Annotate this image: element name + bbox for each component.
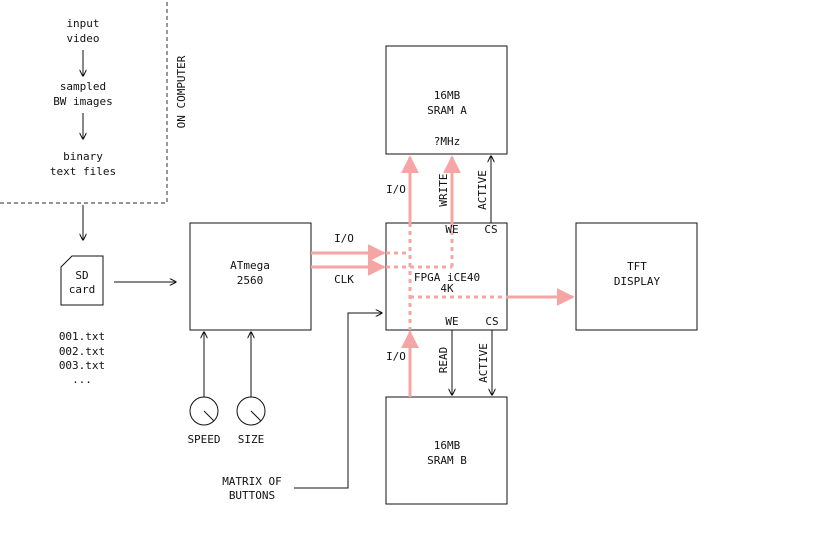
step-input-video-line1: input — [66, 17, 99, 30]
file-item-more: ... — [72, 373, 92, 386]
sd-card-label-line2: card — [69, 283, 96, 296]
fpga-pin-cs-top: CS — [484, 223, 497, 236]
computer-region: ON COMPUTER input video sampled BW image… — [0, 0, 188, 204]
tft-label-line2: DISPLAY — [614, 275, 661, 288]
speed-knob-label: SPEED — [187, 433, 220, 446]
link-label-write: WRITE — [437, 173, 450, 206]
fpga-block — [385, 222, 508, 331]
sd-card-label-line1: SD — [75, 269, 88, 282]
arrow-buttons-to-fpga — [294, 313, 382, 489]
step-binary-files-line1: binary — [63, 150, 103, 163]
size-knob: SIZE — [236, 332, 266, 446]
file-item: 001.txt — [59, 330, 105, 343]
step-sampled-images-line1: sampled — [60, 80, 106, 93]
sram-b-label-line1: 16MB — [434, 439, 461, 452]
sram-b-block: 16MB SRAM B — [385, 396, 508, 505]
file-item: 003.txt — [59, 359, 105, 372]
button-matrix-label-line1: MATRIX OF — [222, 475, 282, 488]
button-matrix-label-line2: BUTTONS — [229, 489, 275, 502]
atmega-label-line2: 2560 — [237, 274, 264, 287]
signal-paths — [311, 155, 575, 397]
link-label-read: READ — [437, 347, 450, 374]
fpga-pin-we-bottom: WE — [445, 315, 458, 328]
fpga-pin-we-top: WE — [445, 223, 458, 236]
atmega-label-line1: ATmega — [230, 259, 270, 272]
step-sampled-images-line2: BW images — [53, 95, 113, 108]
button-matrix: MATRIX OF BUTTONS — [222, 313, 382, 502]
link-label-io-bottom: I/O — [386, 350, 406, 363]
sram-b-label-line2: SRAM B — [427, 454, 467, 467]
sram-a-block: 16MB SRAM A ?MHz — [385, 45, 508, 155]
sram-a-label-line2: SRAM A — [427, 104, 467, 117]
link-label-io-top: I/O — [386, 183, 406, 196]
tft-label-line1: TFT — [627, 260, 647, 273]
speed-knob: SPEED — [187, 332, 221, 446]
step-input-video-line2: video — [66, 32, 99, 45]
fpga-pin-cs-bottom: CS — [485, 315, 498, 328]
link-label-active-bottom: ACTIVE — [477, 343, 490, 383]
link-label-active-top: ACTIVE — [476, 170, 489, 210]
file-item: 002.txt — [59, 345, 105, 358]
fpga-label-line1: FPGA iCE40 — [414, 271, 480, 284]
sram-a-speed: ?MHz — [434, 135, 461, 148]
tft-display-block: TFT DISPLAY — [575, 222, 698, 331]
fpga-label-line2: 4K — [440, 282, 454, 295]
sram-a-label-line1: 16MB — [434, 89, 461, 102]
atmega-block: ATmega 2560 — [189, 222, 312, 331]
link-label-clk: CLK — [334, 273, 354, 286]
step-binary-files-line2: text files — [50, 165, 116, 178]
link-label-io-atmega: I/O — [334, 232, 354, 245]
size-knob-label: SIZE — [238, 433, 265, 446]
computer-region-label: ON COMPUTER — [175, 55, 188, 128]
file-list: 001.txt 002.txt 003.txt ... — [59, 330, 105, 386]
sd-card: SD card — [60, 255, 104, 306]
